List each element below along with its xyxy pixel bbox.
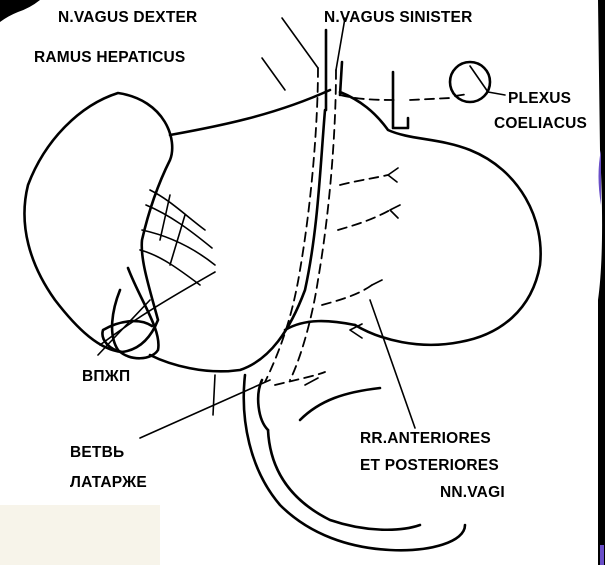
- label-latarjet-2: ЛАТАРЖЕ: [70, 474, 147, 491]
- label-vpzhp: ВПЖП: [82, 368, 130, 385]
- label-ramus-hepaticus: RAMUS HEPATICUS: [34, 49, 185, 66]
- label-vagus-sinister: N.VAGUS SINISTER: [324, 9, 472, 26]
- latarjet-branch-1: [340, 175, 388, 185]
- label-rr-3: NN.VAGI: [440, 484, 505, 501]
- vagus-to-plexus: [340, 94, 468, 100]
- latarjet-branch-2: [338, 210, 390, 230]
- small-tick: [213, 375, 215, 415]
- vagus-dexter-nerve: [265, 68, 318, 382]
- antrum-lower: [285, 321, 355, 330]
- purple-edge-accent: [599, 150, 602, 205]
- label-vagus-dexter: N.VAGUS DEXTER: [58, 9, 197, 26]
- celiac-stem: [393, 72, 408, 128]
- gallbladder: [112, 268, 158, 358]
- latarjet-branch-3: [322, 285, 372, 305]
- label-plexus: PLEXUS: [508, 90, 571, 107]
- leader-ramus: [262, 58, 285, 90]
- leader-rr: [370, 300, 415, 428]
- duodenum-bend: [300, 388, 380, 420]
- label-latarjet-1: ВЕТВЬ: [70, 444, 124, 461]
- pylorus-line: [258, 380, 268, 430]
- purple-edge-accent-bottom: [600, 545, 604, 565]
- vagus-sinister-nerve: [290, 70, 336, 380]
- label-rr-1: RR.ANTERIORES: [360, 430, 491, 447]
- ramus-hepaticus-nerve: [170, 90, 330, 135]
- corner-shape-right: [598, 0, 605, 565]
- leader-latarjet: [140, 380, 270, 438]
- branch-fronds: [305, 168, 400, 385]
- label-rr-2: ET POSTERIORES: [360, 457, 499, 474]
- leader-vagus-dexter: [282, 18, 318, 68]
- label-coeliacus: COELIACUS: [494, 115, 587, 132]
- corner-shape-top-left: [0, 0, 40, 22]
- esophagus-right: [340, 62, 342, 95]
- bottom-left-paper: [0, 505, 160, 565]
